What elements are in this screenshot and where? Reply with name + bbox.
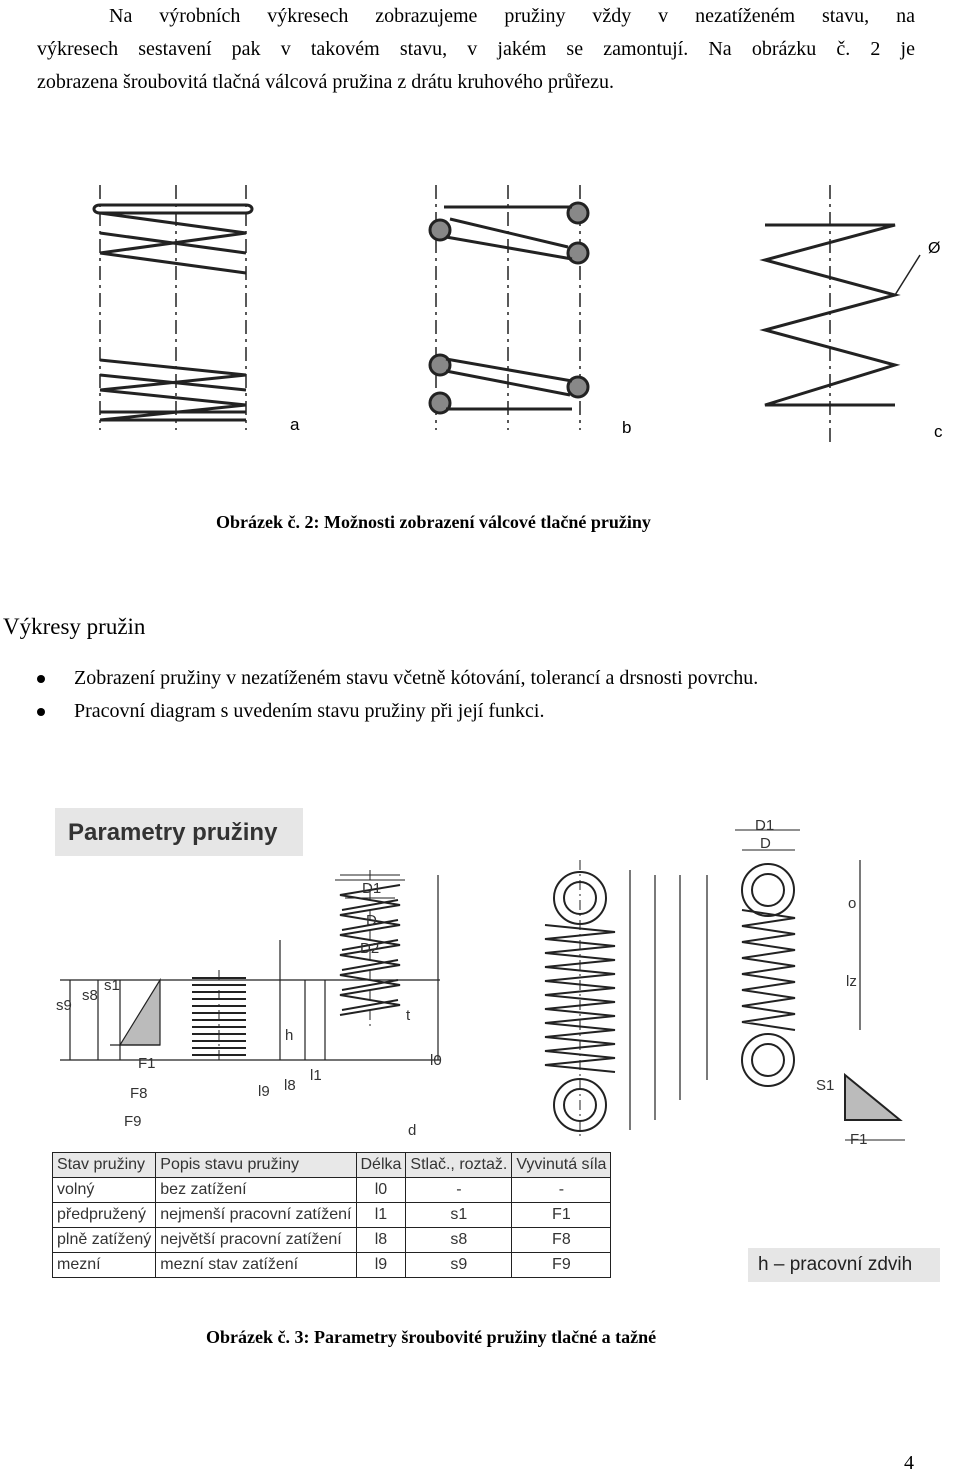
dim-s1: s1 — [104, 977, 120, 994]
spring-a-drawing — [92, 185, 254, 430]
figure-2-springs: a b c Ø — [92, 185, 943, 445]
table-row: volný bez zatížení l0 - - — [51, 1177, 612, 1203]
dim-h: h — [285, 1027, 293, 1044]
dim-t: t — [406, 1007, 411, 1024]
working-stroke-note: h – pracovní zdvih — [748, 1248, 940, 1282]
table-header-row: Stav pružiny Popis stavu pružiny Délka S… — [51, 1152, 612, 1178]
figure-2-label-c: c — [934, 422, 943, 441]
table-cell: mezní — [51, 1252, 157, 1278]
spring-state-table: Stav pružiny Popis stavu pružiny Délka S… — [51, 1152, 612, 1278]
intro-paragraph: Na výrobních výkresech zobrazujeme pruži… — [37, 0, 915, 99]
figure-2-label-b: b — [622, 418, 631, 437]
dim-F1-right: F1 — [850, 1131, 868, 1148]
bullet-dot — [37, 675, 45, 683]
bullet-text: Zobrazení pružiny v nezatíženém stavu vč… — [74, 667, 759, 689]
table-header: Délka — [355, 1152, 407, 1178]
page-number: 4 — [904, 1452, 914, 1474]
table-cell: mezní stav zatížení — [155, 1252, 357, 1278]
compression-dimension-lines — [60, 875, 440, 1061]
dim-D2: D2 — [360, 940, 379, 957]
dim-D-right: D — [760, 835, 771, 852]
table-header: Vyvinutá síla — [511, 1152, 612, 1178]
table-cell: nejmenší pracovní zatížení — [155, 1202, 357, 1228]
figure-3-caption: Obrázek č. 3: Parametry šroubovité pruži… — [206, 1327, 657, 1347]
table-header: Stlač., roztaž. — [405, 1152, 513, 1178]
table-cell: s1 — [405, 1202, 513, 1228]
table-cell: volný — [51, 1177, 157, 1203]
table-cell: předpružený — [51, 1202, 157, 1228]
table-cell: - — [405, 1177, 513, 1203]
dim-d: d — [408, 1122, 416, 1139]
dim-l9: l9 — [258, 1083, 270, 1100]
table-row: předpružený nejmenší pracovní zatížení l… — [51, 1202, 612, 1228]
table-cell: F8 — [511, 1227, 612, 1253]
dim-s8: s8 — [82, 987, 98, 1004]
dim-F1: F1 — [138, 1055, 156, 1072]
bullet-list: Zobrazení pružiny v nezatíženém stavu vč… — [37, 662, 758, 728]
bullet-item: Zobrazení pružiny v nezatíženém stavu vč… — [37, 662, 758, 695]
figure-2-label-a: a — [290, 415, 300, 434]
bullet-text: Pracovní diagram s uvedením stavu pružin… — [74, 700, 545, 722]
dim-F9: F9 — [124, 1113, 142, 1130]
intro-line-1: Na výrobních výkresech zobrazujeme pruži… — [109, 5, 915, 27]
table-header: Stav pružiny — [51, 1152, 157, 1178]
dim-F8: F8 — [130, 1085, 148, 1102]
dim-D1: D1 — [362, 880, 381, 897]
dim-l0: l0 — [430, 1052, 442, 1069]
compression-spring-drawing — [335, 870, 405, 1030]
dim-D: D — [366, 912, 377, 929]
table-cell: největší pracovní zatížení — [155, 1227, 357, 1253]
table-cell: l0 — [355, 1177, 407, 1203]
table-cell: l1 — [355, 1202, 407, 1228]
bullet-item: Pracovní diagram s uvedením stavu pružin… — [37, 695, 758, 728]
table-cell: F9 — [511, 1252, 612, 1278]
compressed-spring-drawing — [192, 970, 246, 1062]
table-cell: F1 — [511, 1202, 612, 1228]
intro-line-2: výkresech sestavení pak v takovém stavu,… — [37, 38, 915, 60]
table-cell: s8 — [405, 1227, 513, 1253]
diameter-symbol: Ø — [928, 240, 940, 257]
dim-D1-right: D1 — [755, 817, 774, 834]
figure-3-title: Parametry pružiny — [68, 819, 278, 846]
figure-2-caption: Obrázek č. 2: Možnosti zobrazení válcové… — [216, 512, 651, 532]
table-header: Popis stavu pružiny — [155, 1152, 357, 1178]
table-cell: s9 — [405, 1252, 513, 1278]
dim-lz: lz — [846, 973, 857, 990]
dim-o: o — [848, 895, 856, 912]
table-row: plně zatížený největší pracovní zatížení… — [51, 1227, 612, 1253]
dim-S1: S1 — [816, 1077, 834, 1094]
table-cell: plně zatížený — [51, 1227, 157, 1253]
spring-c-drawing — [759, 185, 921, 445]
table-cell: l8 — [355, 1227, 407, 1253]
dim-s9: s9 — [56, 997, 72, 1014]
bullet-dot — [37, 708, 45, 716]
intro-line-3: zobrazena šroubovitá tlačná válcová pruž… — [37, 71, 614, 93]
table-cell: - — [511, 1177, 612, 1203]
table-cell: bez zatížení — [155, 1177, 357, 1203]
tension-spring-right-drawing — [735, 829, 905, 1141]
section-heading: Výkresy pružin — [3, 614, 146, 639]
tension-spring-drawing — [544, 860, 708, 1140]
spring-b-drawing — [428, 185, 590, 430]
dim-l8: l8 — [284, 1077, 296, 1094]
table-row: mezní mezní stav zatížení l9 s9 F9 — [51, 1252, 612, 1278]
figure-3-parameters: Parametry pružiny — [55, 808, 905, 1148]
table-cell: l9 — [355, 1252, 407, 1278]
dim-l1: l1 — [310, 1067, 322, 1084]
